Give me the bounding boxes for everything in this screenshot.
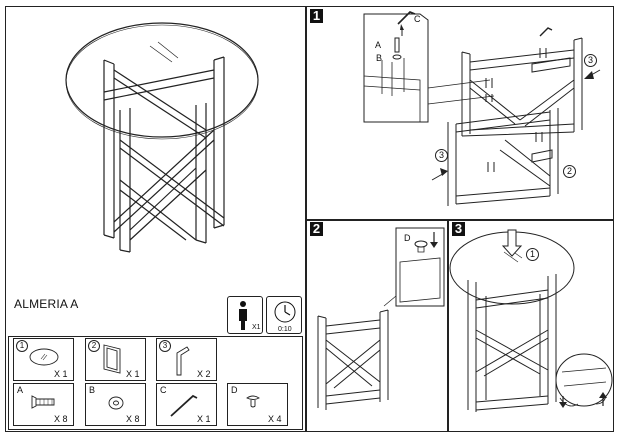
part-d-cell: D X 4: [227, 383, 288, 426]
clock-icon: [274, 301, 296, 323]
part-a-id: A: [17, 385, 24, 395]
person-box: X1: [227, 296, 263, 334]
arrow-in-left-icon: [440, 168, 448, 176]
person-count: X1: [252, 324, 261, 331]
part-c-id: C: [160, 385, 167, 395]
clock-time: 0:10: [278, 326, 292, 333]
part-c-cell: C X 1: [156, 383, 217, 426]
bolt-icon: [31, 395, 55, 409]
step-3-number: 3: [452, 222, 465, 236]
part-a-qty: X 8: [54, 414, 68, 424]
step-1-number: 1: [310, 9, 323, 23]
part-3-id: 3: [159, 340, 171, 352]
step-1-callout-a: A: [375, 40, 382, 50]
frame-icon: [103, 344, 121, 374]
person-icon: [239, 301, 247, 330]
part-3-cell: 3 X 2: [156, 338, 217, 381]
step-1-panel: [306, 6, 614, 220]
part-d-qty: X 4: [268, 414, 282, 424]
part-2-cell: 2 X 1: [85, 338, 146, 381]
step-2-callout-d: D: [404, 233, 411, 243]
overview-panel: [5, 6, 306, 432]
part-3-qty: X 2: [197, 369, 211, 379]
part-1-qty: X 1: [54, 369, 68, 379]
step-3-callout-1: 1: [526, 248, 539, 261]
parts-list: [8, 336, 303, 430]
part-d-id: D: [231, 385, 238, 395]
step-1-callout-2: 2: [563, 165, 576, 178]
step-1-callout-3-right: 3: [584, 54, 597, 67]
step-1-callout-b: B: [376, 53, 383, 63]
washer-icon: [108, 396, 124, 410]
clock-box: 0:10: [266, 296, 302, 334]
glass-top-icon: [29, 348, 59, 366]
suction-pad-icon: [246, 395, 260, 408]
allen-key-icon: [170, 394, 198, 417]
step-2-number: 2: [310, 222, 323, 236]
step-1-callout-3-left: 3: [435, 149, 448, 162]
arrow-in-right-icon: [584, 71, 594, 79]
step-2-panel: [306, 220, 448, 432]
part-b-qty: X 8: [126, 414, 140, 424]
bracket-icon: [176, 346, 190, 376]
step-1-callout-c: C: [414, 14, 421, 24]
part-1-cell: 1 X 1: [13, 338, 74, 381]
part-b-cell: B X 8: [85, 383, 146, 426]
part-a-cell: A X 8: [13, 383, 74, 426]
arrow-down-icon: [501, 229, 523, 257]
product-name: ALMERIA A: [14, 297, 79, 311]
part-2-qty: X 1: [126, 369, 140, 379]
part-b-id: B: [89, 385, 96, 395]
part-2-id: 2: [88, 340, 100, 352]
step-3-panel: [448, 220, 614, 432]
part-1-id: 1: [16, 340, 28, 352]
part-c-qty: X 1: [197, 414, 211, 424]
